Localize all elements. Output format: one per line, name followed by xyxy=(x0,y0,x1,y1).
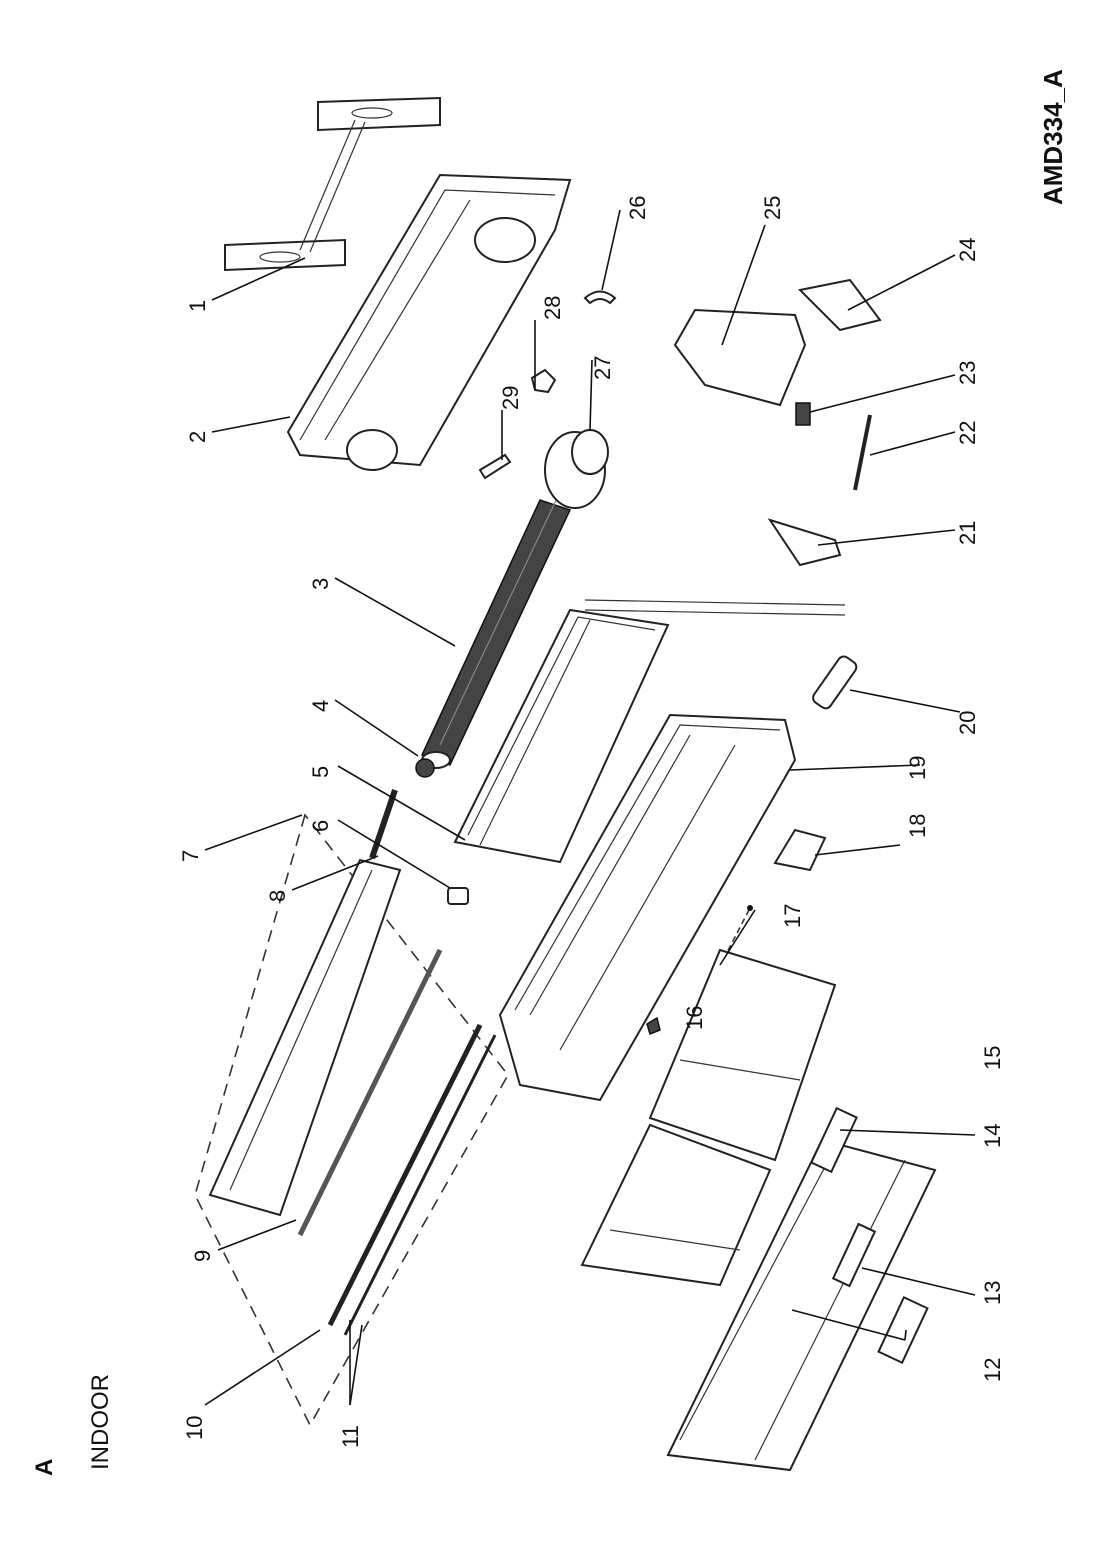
part-receiver-board xyxy=(810,1106,858,1174)
part-louvers xyxy=(297,948,443,1237)
callout-11: 11 xyxy=(338,1425,363,1448)
part-mounting-plate xyxy=(224,96,441,272)
callout-labels: 1 2 3 4 5 6 7 8 9 10 11 12 13 14 15 16 1… xyxy=(178,196,1005,1448)
part-26 xyxy=(583,290,617,305)
callout-16: 16 xyxy=(682,1006,707,1030)
leader-lines xyxy=(204,209,976,1406)
part-18 xyxy=(773,828,827,872)
callout-22: 22 xyxy=(955,421,980,445)
callout-8: 8 xyxy=(265,890,290,902)
callout-1: 1 xyxy=(185,300,210,312)
callout-27: 27 xyxy=(590,356,615,380)
part-front-frame xyxy=(498,713,797,1102)
callout-4: 4 xyxy=(308,700,333,712)
part-evaporator xyxy=(453,599,846,864)
callout-13: 13 xyxy=(980,1281,1005,1305)
part-21 xyxy=(767,518,842,567)
callout-23: 23 xyxy=(955,361,980,385)
part-front-panel xyxy=(666,1138,937,1472)
part-fan-motor xyxy=(544,429,609,509)
part-electric-box xyxy=(673,308,807,407)
part-display-board xyxy=(831,1222,877,1288)
part-horizontal-louver xyxy=(327,1023,497,1336)
part-16 xyxy=(646,1016,661,1036)
part-22 xyxy=(853,414,872,491)
callout-26: 26 xyxy=(625,196,650,220)
part-29 xyxy=(478,453,512,480)
callout-24: 24 xyxy=(955,238,980,262)
part-drain-hose xyxy=(369,789,398,859)
callout-14: 14 xyxy=(980,1124,1005,1148)
callout-10: 10 xyxy=(182,1416,207,1440)
callout-20: 20 xyxy=(955,711,980,735)
drawing-code: AMD334_A xyxy=(1038,69,1068,205)
callout-5: 5 xyxy=(308,766,333,778)
callout-19: 19 xyxy=(905,756,930,780)
part-drain-pan xyxy=(208,858,402,1217)
callout-18: 18 xyxy=(905,814,930,838)
part-air-filters xyxy=(580,948,837,1287)
louver-assembly-frame xyxy=(194,813,509,1427)
section-letter: A xyxy=(31,1459,58,1476)
part-display-window xyxy=(877,1295,929,1365)
part-cross-flow-fan xyxy=(420,491,572,769)
part-remote-controller xyxy=(812,655,858,710)
callout-17: 17 xyxy=(780,904,805,928)
callout-2: 2 xyxy=(185,431,210,443)
callout-25: 25 xyxy=(760,196,785,220)
section-title: INDOOR xyxy=(87,1374,114,1470)
callout-3: 3 xyxy=(308,578,333,590)
callout-29: 29 xyxy=(498,386,523,410)
part-chassis xyxy=(286,173,572,471)
part-bearing xyxy=(415,758,435,778)
part-23 xyxy=(795,402,811,426)
callout-15: 15 xyxy=(980,1046,1005,1070)
part-24 xyxy=(797,278,882,332)
callout-28: 28 xyxy=(540,296,565,320)
callout-7: 7 xyxy=(178,850,203,862)
callout-21: 21 xyxy=(955,521,980,545)
callout-9: 9 xyxy=(190,1250,215,1262)
callout-12: 12 xyxy=(980,1358,1005,1382)
callout-6: 6 xyxy=(308,820,333,832)
part-stepping-motor xyxy=(447,887,469,905)
